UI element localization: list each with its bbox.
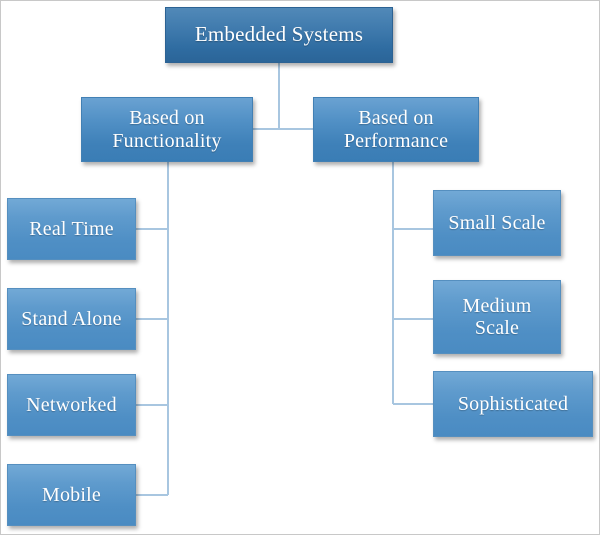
node-label: Based on Functionality: [112, 107, 221, 152]
node-label-line1: Based on: [129, 107, 205, 130]
node-label-line2: Performance: [343, 129, 449, 152]
node-embedded-systems[interactable]: Embedded Systems: [165, 7, 393, 63]
node-stand-alone[interactable]: Stand Alone: [7, 288, 136, 350]
node-medium-scale[interactable]: Medium Scale: [433, 280, 561, 354]
node-real-time[interactable]: Real Time: [7, 198, 136, 260]
node-small-scale[interactable]: Small Scale: [433, 190, 561, 256]
node-label: Sophisticated: [457, 392, 569, 415]
node-label: Networked: [26, 393, 117, 416]
node-label-line2: Scale: [474, 317, 520, 339]
node-label: Stand Alone: [21, 307, 122, 330]
node-label: Medium Scale: [463, 295, 532, 340]
node-based-on-performance[interactable]: Based on Performance: [313, 97, 479, 162]
node-based-on-functionality[interactable]: Based on Functionality: [81, 97, 253, 162]
node-sophisticated[interactable]: Sophisticated: [433, 371, 593, 437]
node-mobile[interactable]: Mobile: [7, 464, 136, 526]
node-label-line1: Based on: [358, 107, 434, 130]
node-label: Small Scale: [448, 211, 546, 234]
node-label: Embedded Systems: [194, 22, 364, 47]
node-label-line2: Functionality: [112, 129, 222, 152]
node-label: Mobile: [42, 483, 101, 506]
node-label-line1: Medium: [462, 294, 532, 317]
node-label: Real Time: [29, 217, 114, 240]
node-label: Based on Performance: [344, 107, 448, 152]
node-networked[interactable]: Networked: [7, 374, 136, 436]
